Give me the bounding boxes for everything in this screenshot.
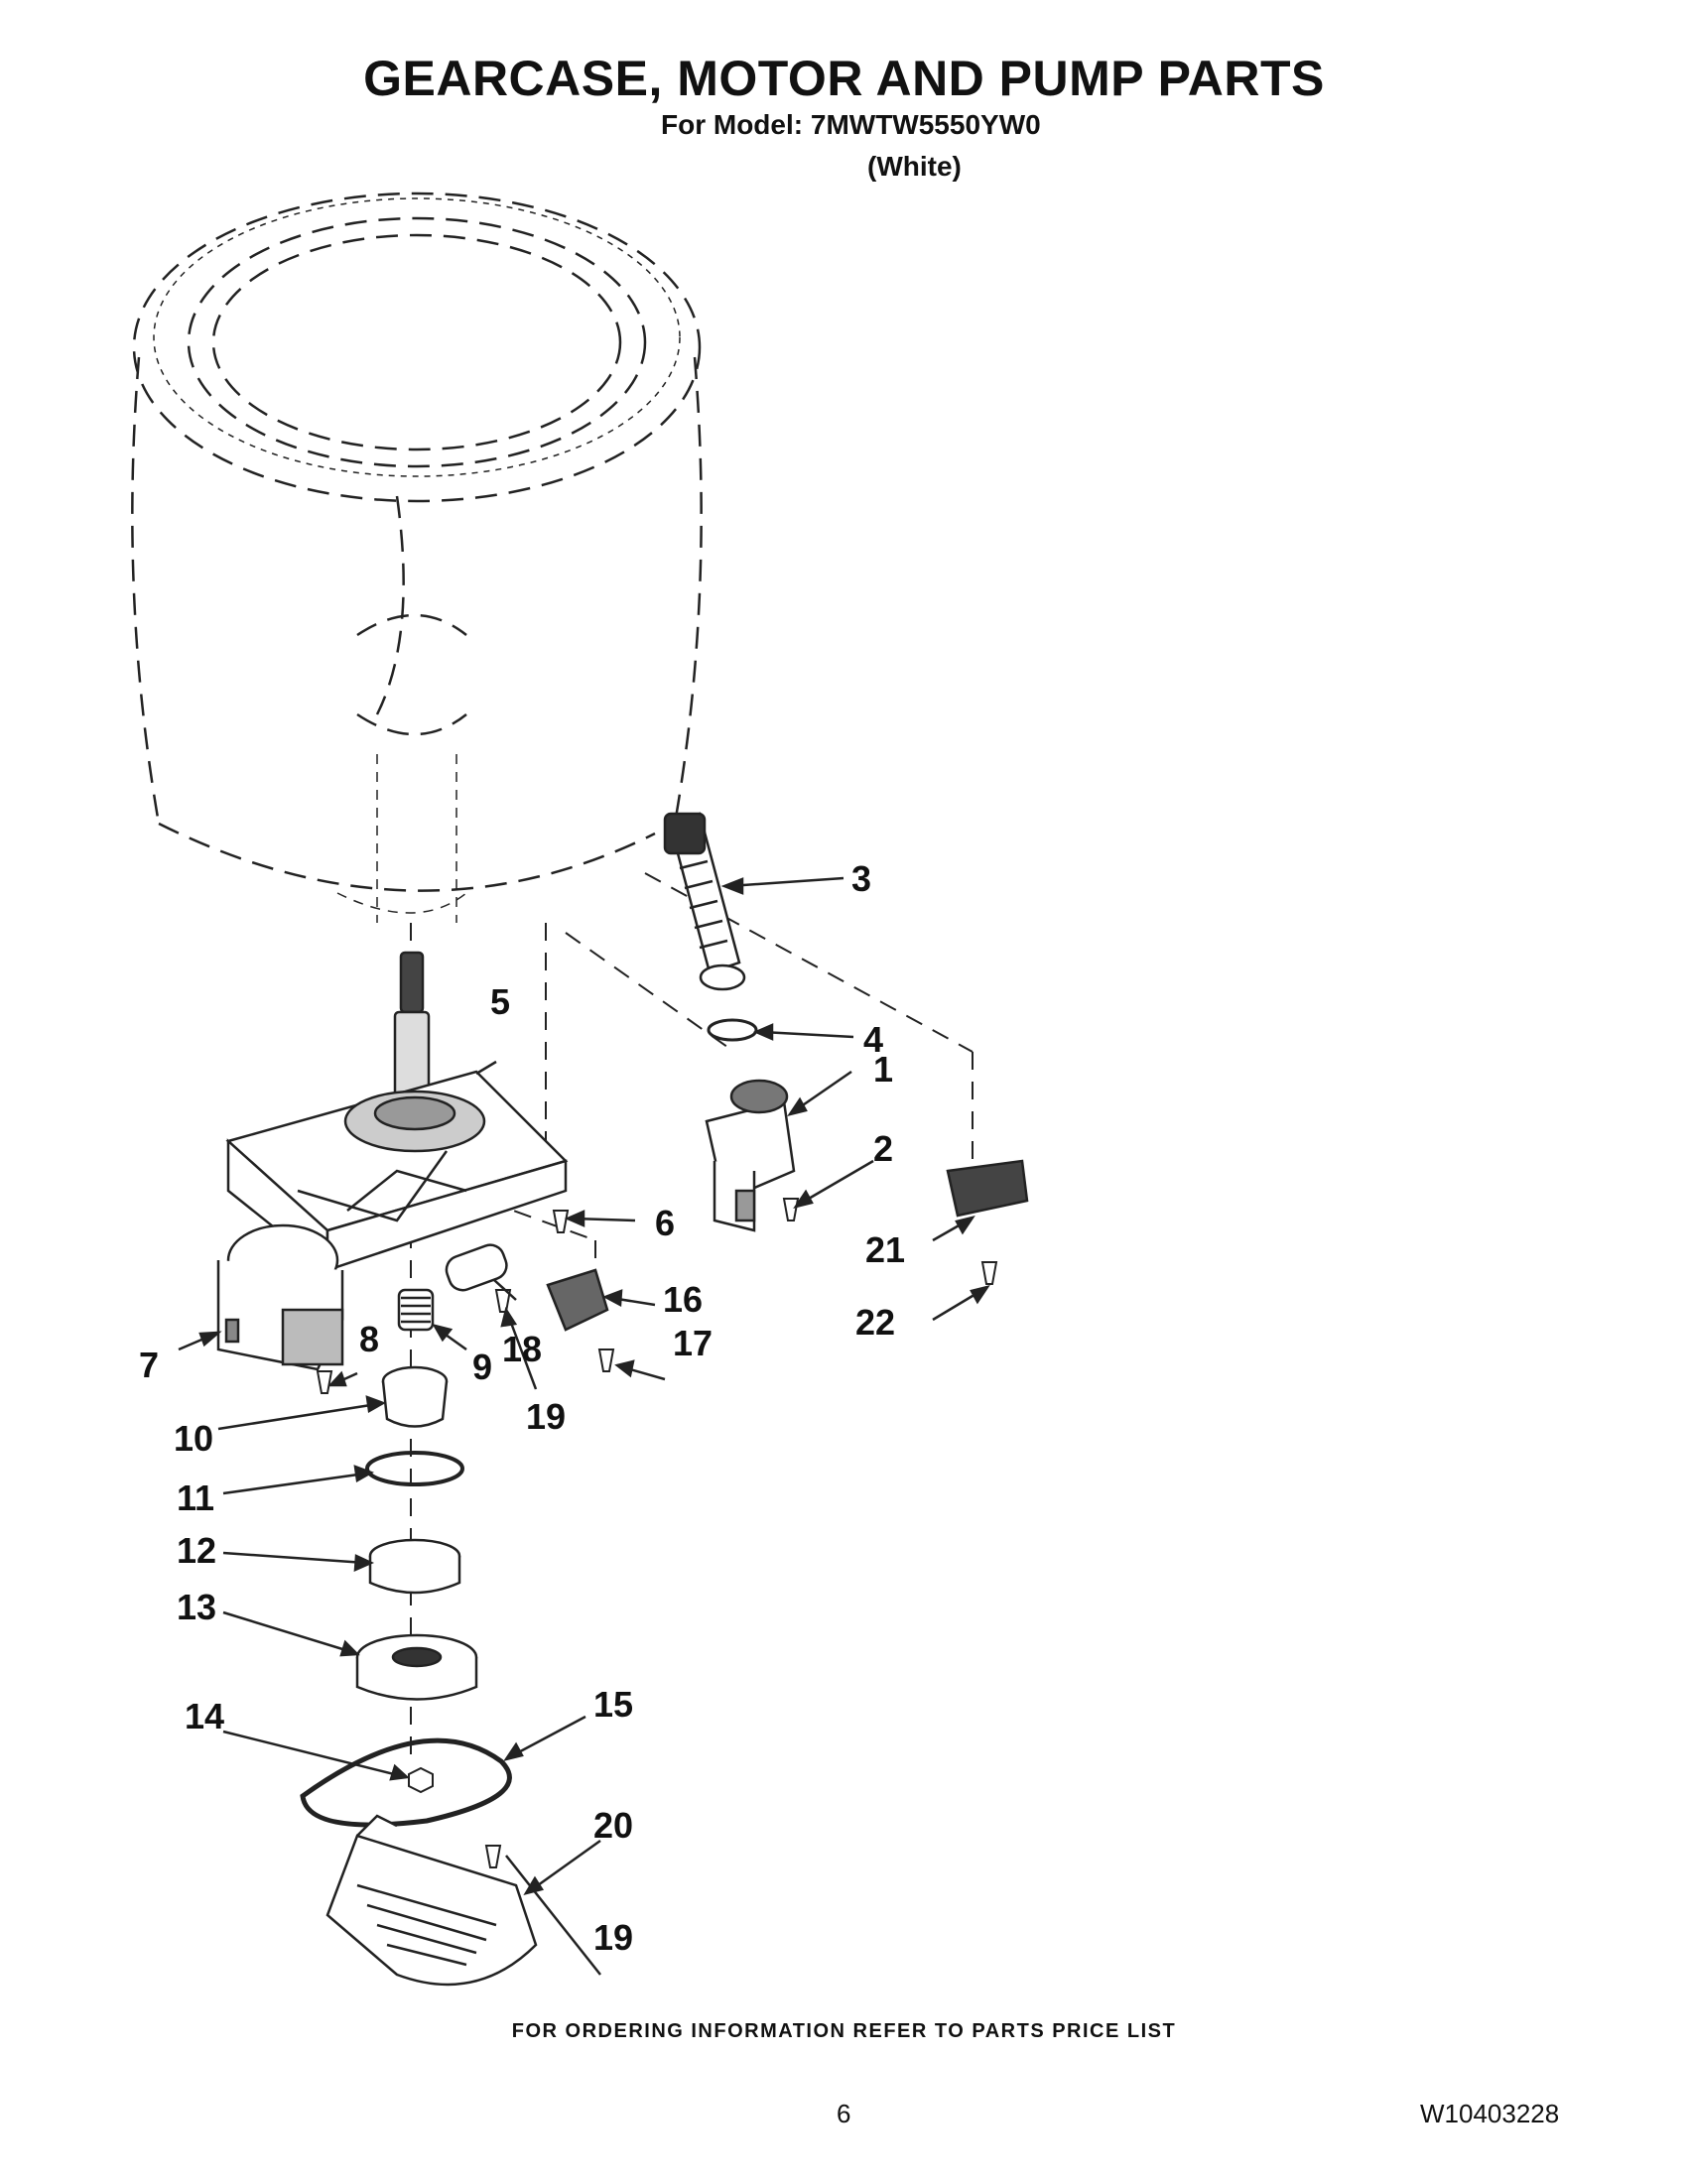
- ordering-note: FOR ORDERING INFORMATION REFER TO PARTS …: [511, 2020, 1177, 2042]
- page-title: GEARCASE, MOTOR AND PUMP PARTS: [363, 51, 1325, 106]
- tub-outline: [131, 192, 703, 892]
- hose-clamp: [707, 1018, 758, 1042]
- model-variant: (White): [867, 151, 962, 182]
- callout-12: 12: [177, 1530, 216, 1571]
- callout-6: 6: [655, 1203, 675, 1243]
- callout-18: 18: [502, 1329, 542, 1369]
- callout-11: 11: [177, 1477, 214, 1518]
- callout-20: 20: [593, 1805, 633, 1846]
- belt: [300, 1737, 512, 1828]
- drain-pump: [705, 1079, 796, 1232]
- nut: [408, 1766, 434, 1794]
- tub-rim-detail: [153, 197, 681, 923]
- callout-15: 15: [593, 1684, 633, 1725]
- motor: [216, 1223, 344, 1371]
- callout-labels: 1 2 3 4 5 6 7 8 9 10 11 12 13 14 15 16 1…: [139, 858, 905, 1958]
- document-number: W10403228: [1420, 2099, 1560, 2128]
- callout-21: 21: [865, 1229, 905, 1270]
- model-number: For Model: 7MWTW5550YW0: [661, 109, 1041, 140]
- callout-2: 2: [873, 1128, 893, 1169]
- callout-19-lower: 19: [593, 1917, 633, 1958]
- callout-14: 14: [185, 1696, 224, 1736]
- leader-arrows: [178, 876, 990, 1976]
- drive-stack: [355, 1365, 478, 1701]
- callout-3: 3: [851, 858, 871, 899]
- screws: [316, 1198, 998, 1868]
- drain-hose: [663, 812, 746, 991]
- small-components: [397, 1159, 1029, 1332]
- callout-4: 4: [863, 1019, 883, 1060]
- page-number: 6: [837, 2099, 851, 2128]
- callout-22: 22: [855, 1302, 895, 1343]
- callout-7: 7: [139, 1345, 159, 1385]
- pulley-shield: [325, 1814, 538, 1987]
- gearcase: [225, 951, 569, 1273]
- callout-9: 9: [472, 1347, 492, 1387]
- callout-17: 17: [673, 1323, 713, 1363]
- callout-8: 8: [359, 1319, 379, 1359]
- callout-13: 13: [177, 1587, 216, 1627]
- callout-19: 19: [526, 1396, 566, 1437]
- callout-1: 1: [873, 1049, 893, 1090]
- callout-10: 10: [174, 1418, 213, 1459]
- callout-16: 16: [663, 1279, 703, 1320]
- callout-5: 5: [490, 981, 510, 1022]
